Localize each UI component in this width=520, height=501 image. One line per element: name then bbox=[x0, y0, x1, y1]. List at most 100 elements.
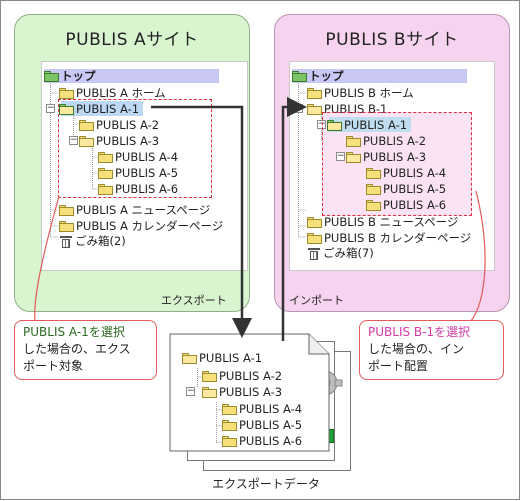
site-b-import-placement-box bbox=[322, 112, 472, 216]
site-a-tree-a3[interactable]: PUBLIS A-3 bbox=[79, 133, 159, 149]
site-b-tree-top[interactable]: トップ bbox=[292, 68, 344, 84]
tree-label: PUBLIS A-5 bbox=[239, 418, 303, 432]
site-b-tree-a6[interactable]: PUBLIS A-6 bbox=[366, 197, 446, 213]
folder-icon bbox=[307, 87, 322, 99]
tree-label: PUBLIS A-6 bbox=[239, 434, 303, 448]
tree-label: PUBLIS A-1 bbox=[344, 118, 408, 132]
export-tree-a1: PUBLIS A-1 bbox=[182, 350, 262, 366]
export-doc-tree: PUBLIS A-1 PUBLIS A-2 − PUBLIS A-3 PUBLI… bbox=[169, 333, 329, 453]
site-a-tree-news[interactable]: PUBLIS A ニュースページ bbox=[59, 202, 210, 218]
site-a-tree-home[interactable]: PUBLIS A ホーム bbox=[59, 85, 166, 101]
site-b-tree-panel: トップ PUBLIS B ホーム − PUBLIS B-1 − PUBLIS A… bbox=[289, 61, 495, 271]
folder-icon bbox=[222, 403, 237, 415]
tree-label: PUBLIS A-1 bbox=[199, 351, 263, 365]
site-b-tree-home[interactable]: PUBLIS B ホーム bbox=[307, 85, 414, 101]
site-a-tree-calendar[interactable]: PUBLIS A カレンダーページ bbox=[59, 218, 223, 234]
callout-a-highlight: PUBLIS A-1を選択 bbox=[23, 325, 125, 339]
folder-open-icon bbox=[182, 352, 197, 364]
export-tree-a2: PUBLIS A-2 bbox=[202, 368, 282, 384]
tree-label: トップ bbox=[309, 69, 344, 83]
site-b-tree-calendar[interactable]: PUBLIS B カレンダーページ bbox=[307, 230, 471, 246]
folder-open-icon bbox=[59, 103, 74, 115]
tree-label: PUBLIS A-2 bbox=[219, 369, 283, 383]
callout-a-line3: ポート対象 bbox=[23, 359, 84, 373]
site-b-top-highlight bbox=[292, 69, 467, 83]
site-b-footer-label: インポート bbox=[289, 294, 344, 307]
tree-label: PUBLIS A-3 bbox=[96, 134, 160, 148]
tree-label: PUBLIS A-4 bbox=[383, 166, 447, 180]
folder-icon bbox=[346, 135, 361, 147]
export-data-label: エクスポートデータ bbox=[212, 477, 320, 491]
site-b-tree-a2[interactable]: PUBLIS A-2 bbox=[346, 133, 426, 149]
export-tree-a6: PUBLIS A-6 bbox=[222, 433, 302, 449]
export-tree-a3: PUBLIS A-3 bbox=[202, 384, 282, 400]
tree-label: PUBLIS A-5 bbox=[383, 182, 447, 196]
site-b-tree-a1[interactable]: PUBLIS A-1 bbox=[327, 117, 407, 133]
site-a-selected-highlight bbox=[61, 101, 143, 116]
folder-icon bbox=[222, 419, 237, 431]
callout-a-line2: した場合の、エクス bbox=[23, 342, 131, 356]
callout-import-placement: PUBLIS B-1を選択 した場合の、イン ポート配置 bbox=[359, 320, 504, 380]
site-b-tree-a4[interactable]: PUBLIS A-4 bbox=[366, 165, 446, 181]
collapse-toggle[interactable]: − bbox=[69, 135, 78, 145]
site-a-export-selection-box bbox=[58, 99, 212, 198]
site-b-selected-highlight bbox=[329, 117, 411, 132]
site-b-tree-trash[interactable]: ごみ箱(7) bbox=[308, 245, 374, 261]
collapse-toggle: − bbox=[186, 386, 195, 396]
folder-icon bbox=[98, 183, 113, 195]
folder-icon bbox=[366, 183, 381, 195]
folder-icon bbox=[59, 220, 74, 232]
site-b-tree-news[interactable]: PUBLIS B ニュースページ bbox=[307, 214, 458, 230]
tree-label: PUBLIS B ニュースページ bbox=[324, 215, 459, 229]
folder-icon bbox=[44, 70, 59, 82]
folder-icon bbox=[98, 167, 113, 179]
tree-label: トップ bbox=[61, 69, 96, 83]
folder-open-icon bbox=[307, 103, 322, 115]
export-tree-a5: PUBLIS A-5 bbox=[222, 417, 302, 433]
collapse-toggle[interactable]: − bbox=[317, 119, 326, 129]
site-a-tree-a1[interactable]: PUBLIS A-1 bbox=[59, 101, 139, 117]
trash-icon bbox=[60, 235, 72, 248]
folder-icon bbox=[202, 370, 217, 382]
collapse-toggle[interactable]: − bbox=[294, 103, 303, 113]
site-b-tree-a5[interactable]: PUBLIS A-5 bbox=[366, 181, 446, 197]
tree-label: PUBLIS A-6 bbox=[383, 198, 447, 212]
site-a-tree-trash[interactable]: ごみ箱(2) bbox=[60, 233, 126, 249]
tree-label: PUBLIS A-1 bbox=[76, 102, 140, 116]
folder-icon bbox=[59, 87, 74, 99]
folder-open-icon bbox=[202, 386, 217, 398]
folder-open-icon bbox=[346, 151, 361, 163]
folder-icon bbox=[79, 119, 94, 131]
callout-b-highlight: PUBLIS B-1を選択 bbox=[368, 325, 471, 339]
folder-icon bbox=[307, 232, 322, 244]
collapse-toggle[interactable]: − bbox=[336, 151, 345, 161]
tree-label: PUBLIS A ニュースページ bbox=[76, 203, 211, 217]
site-b-title: PUBLIS Bサイト bbox=[325, 30, 459, 50]
folder-icon bbox=[292, 70, 307, 82]
tree-label: PUBLIS A-2 bbox=[96, 118, 160, 132]
callout-b-line2: した場合の、イン bbox=[368, 342, 465, 356]
export-tree-a4: PUBLIS A-4 bbox=[222, 401, 302, 417]
site-a-footer-label: エクスポート bbox=[161, 294, 227, 307]
folder-icon bbox=[222, 435, 237, 447]
site-a-tree-a2[interactable]: PUBLIS A-2 bbox=[79, 117, 159, 133]
tree-label: PUBLIS B ホーム bbox=[324, 86, 414, 100]
folder-icon bbox=[366, 167, 381, 179]
folder-open-icon bbox=[79, 135, 94, 147]
site-a-title: PUBLIS Aサイト bbox=[65, 30, 199, 50]
tree-label: PUBLIS A-2 bbox=[363, 134, 427, 148]
trash-icon bbox=[308, 247, 320, 260]
site-b-tree-a3[interactable]: PUBLIS A-3 bbox=[346, 149, 426, 165]
callout-export-target: PUBLIS A-1を選択 した場合の、エクス ポート対象 bbox=[14, 320, 157, 380]
site-a-tree-top[interactable]: トップ bbox=[44, 68, 96, 84]
tree-label: ごみ箱(2) bbox=[75, 234, 126, 248]
collapse-toggle[interactable]: − bbox=[46, 103, 55, 113]
callout-b-line3: ポート配置 bbox=[368, 359, 429, 373]
folder-icon bbox=[307, 216, 322, 228]
folder-icon bbox=[98, 151, 113, 163]
tree-label: PUBLIS A-3 bbox=[363, 150, 427, 164]
folder-icon bbox=[59, 204, 74, 216]
site-a-top-highlight bbox=[44, 69, 219, 83]
tree-label: PUBLIS A ホーム bbox=[76, 86, 166, 100]
